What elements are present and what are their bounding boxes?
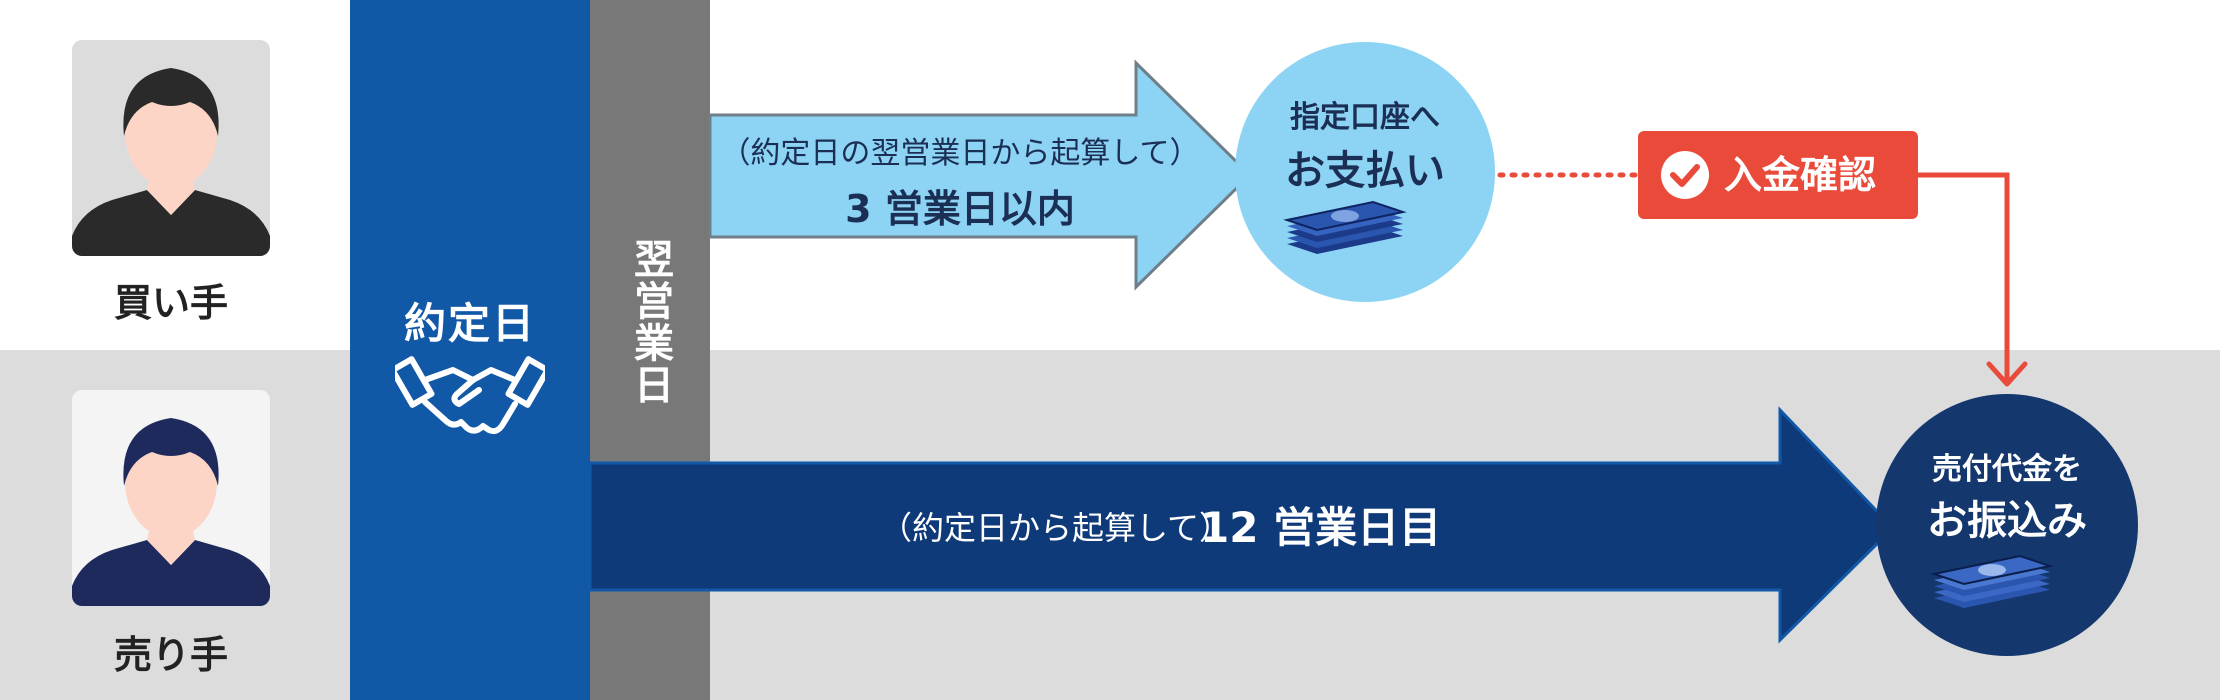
payment-confirmation-label: 入金確認 <box>1724 153 1877 197</box>
top-arrow-subtext: （約定日の翌営業日から起算して） <box>720 136 1200 171</box>
payment-line2: お支払い <box>1285 148 1445 194</box>
contract-date-label: 約定日 <box>403 299 536 348</box>
buyer-avatar <box>72 40 270 256</box>
seller-person-icon <box>72 418 270 606</box>
transfer-circle <box>1876 394 2138 656</box>
top-arrow-main-text: 3 営業日以内 <box>845 187 1075 231</box>
bottom-arrow-main-text: 12 営業日目 <box>1200 503 1442 552</box>
bottom-arrow-shape <box>588 406 1896 644</box>
payment-circle <box>1235 42 1495 302</box>
next-business-day-label: 翌営業日 <box>627 238 673 406</box>
banknotes-icon <box>1283 200 1407 254</box>
buyer-person-icon <box>72 68 270 256</box>
transfer-line1: 売付代金を <box>1932 452 2082 487</box>
seller-avatar <box>72 390 270 606</box>
payment-line1: 指定口座へ <box>1290 100 1440 135</box>
handshake-icon <box>395 356 545 435</box>
top-arrow-shape <box>708 59 1253 291</box>
bottom-arrow-subtext: （約定日から起算して） <box>880 509 1232 547</box>
transfer-line2: お振込み <box>1927 498 2087 544</box>
confirm-to-transfer-arrow <box>1918 172 2010 380</box>
banknotes-icon <box>1930 554 2054 608</box>
check-circle-icon <box>1661 151 1709 199</box>
contract-date-column <box>350 0 590 700</box>
buyer-label: 買い手 <box>113 281 228 325</box>
seller-label: 売り手 <box>113 633 228 677</box>
down-arrow-head <box>1986 361 2028 387</box>
